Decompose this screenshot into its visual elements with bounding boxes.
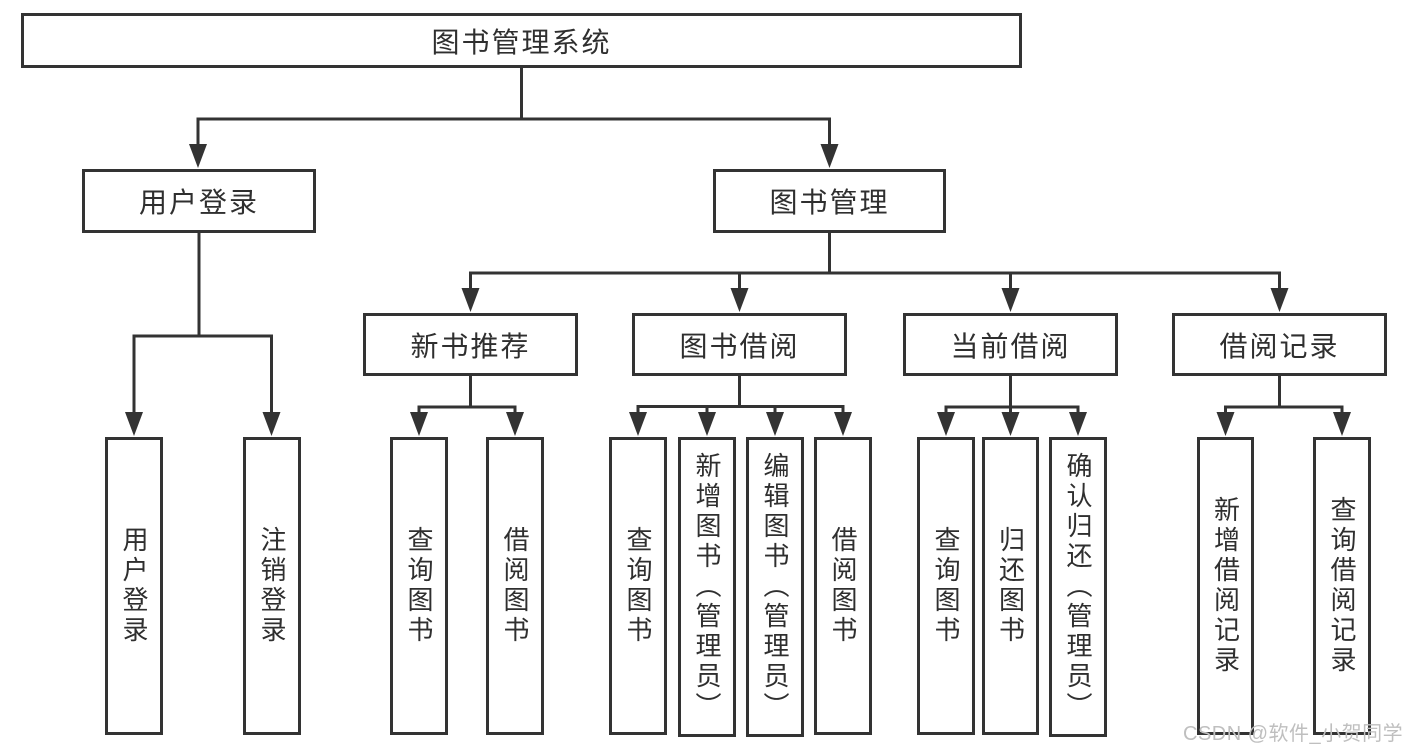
leaf-user-login: 用户登录 (105, 437, 163, 735)
arrowheads-root-branch (189, 144, 839, 168)
node-new-book-recommend-label: 新书推荐 (410, 330, 531, 362)
leaf-add-books-admin: 新增图书（管理员） (678, 437, 736, 737)
connector-user-login-branch (132, 233, 273, 414)
node-book-management: 图书管理 (713, 169, 946, 233)
arrowheads-new-book-branch (410, 412, 524, 436)
leaf-query-borrow-record-label: 查询借阅记录 (1327, 496, 1357, 676)
node-book-management-label: 图书管理 (769, 187, 890, 218)
node-user-login-label: 用户登录 (138, 187, 259, 218)
node-book-borrow-label: 图书借阅 (679, 330, 800, 362)
leaf-user-login-label: 用户登录 (119, 526, 149, 646)
leaf-return-books: 归还图书 (982, 437, 1039, 735)
leaf-query-books-recommend-label: 查询图书 (404, 526, 434, 646)
leaf-query-books-recommend: 查询图书 (390, 437, 448, 735)
node-root-label: 图书管理系统 (431, 26, 612, 58)
leaf-logout: 注销登录 (243, 437, 301, 735)
leaf-query-books-current-label: 查询图书 (931, 526, 961, 646)
node-current-borrow: 当前借阅 (903, 313, 1118, 376)
leaf-borrow-books-recommend: 借阅图书 (486, 437, 544, 735)
leaf-edit-books-admin-label: 编辑图书（管理员） (760, 452, 790, 722)
arrowheads-book-borrow-branch (629, 412, 852, 436)
csdn-watermark: CSDN @软件_小贺同学 (1183, 723, 1404, 745)
leaf-add-books-admin-label: 新增图书（管理员） (692, 452, 722, 722)
leaf-add-borrow-record: 新增借阅记录 (1197, 437, 1254, 735)
leaf-query-books-current: 查询图书 (917, 437, 975, 735)
connector-book-borrow-branch (636, 376, 845, 414)
node-borrow-records-label: 借阅记录 (1219, 330, 1340, 362)
leaf-borrow-books-recommend-label: 借阅图书 (500, 526, 530, 646)
leaf-query-books-borrow-label: 查询图书 (623, 526, 653, 646)
leaf-confirm-return-admin-label: 确认归还（管理员） (1063, 452, 1093, 722)
connector-current-borrow-branch (944, 376, 1080, 414)
leaf-query-books-borrow: 查询图书 (609, 437, 667, 735)
leaf-add-borrow-record-label: 新增借阅记录 (1210, 496, 1241, 676)
leaf-query-borrow-record: 查询借阅记录 (1313, 437, 1371, 735)
arrowheads-borrow-records-branch (1216, 412, 1351, 436)
connector-new-book-branch (417, 376, 517, 414)
node-root: 图书管理系统 (21, 13, 1022, 68)
arrowheads-book-mgmt-branch (461, 288, 1289, 312)
connector-root-branch (196, 68, 831, 145)
node-current-borrow-label: 当前借阅 (950, 330, 1071, 362)
leaf-edit-books-admin: 编辑图书（管理员） (746, 437, 804, 737)
leaf-confirm-return-admin: 确认归还（管理员） (1049, 437, 1107, 737)
leaf-borrow-books-borrow: 借阅图书 (814, 437, 872, 735)
leaf-logout-label: 注销登录 (257, 526, 287, 646)
node-user-login: 用户登录 (82, 169, 316, 233)
arrowheads-user-login-branch (125, 412, 281, 436)
node-new-book-recommend: 新书推荐 (363, 313, 578, 376)
node-borrow-records: 借阅记录 (1172, 313, 1387, 376)
connector-book-mgmt-branch (469, 233, 1281, 290)
connector-borrow-records-branch (1224, 376, 1344, 414)
node-book-borrow: 图书借阅 (632, 313, 847, 376)
leaf-borrow-books-borrow-label: 借阅图书 (828, 526, 858, 646)
arrowheads-current-borrow-branch (937, 412, 1087, 436)
leaf-return-books-label: 归还图书 (995, 526, 1026, 646)
